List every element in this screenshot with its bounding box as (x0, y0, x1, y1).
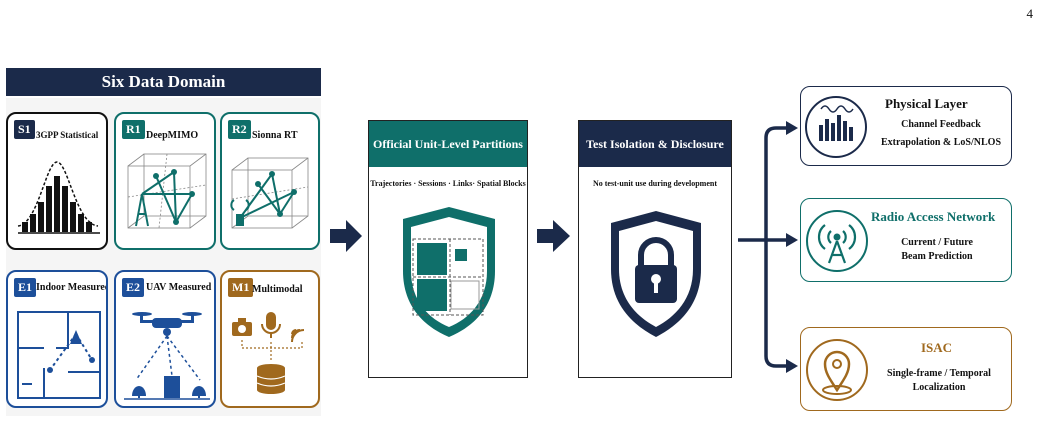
signal-bars-icon (805, 96, 867, 158)
domain-card-r1: R1 DeepMIMO (114, 112, 216, 250)
floorplan-icon (17, 311, 101, 399)
domain-tag: E2 (122, 278, 145, 297)
domain-label: Multimodal (252, 284, 303, 295)
isolation-box: Test Isolation & Disclosure No test-unit… (578, 120, 732, 378)
bell-curve-histogram-icon (17, 161, 100, 234)
arrow-right-icon (537, 220, 570, 252)
domain-label: Sionna RT (252, 130, 298, 141)
domain-label: DeepMIMO (146, 130, 199, 141)
isolation-title: Test Isolation & Disclosure (579, 121, 731, 167)
domain-card-e2: E2 UAV Measured (114, 270, 216, 408)
uav-drone-icon (124, 312, 210, 400)
isolation-subtitle: No test-unit use during development (592, 179, 717, 188)
domain-label: Indoor Measured (36, 282, 108, 293)
cube-network-icon (230, 157, 309, 229)
camera-mic-wifi-database-icon (232, 312, 305, 394)
output-line: Channel Feedback (901, 119, 981, 130)
page-number: 4 (1026, 6, 1034, 21)
output-title: ISAC (921, 340, 953, 355)
domain-tag: S1 (14, 120, 35, 139)
location-pin-icon (806, 339, 868, 401)
output-line: Current / Future (901, 237, 973, 248)
cube-network-icon (127, 153, 207, 229)
output-line: Single-frame / Temporal (887, 368, 991, 379)
arrow-head-icon (786, 359, 798, 373)
domain-card-s1: S1 3GPP Statistical (6, 112, 108, 250)
arrow-head-icon (786, 121, 798, 135)
output-ran: Radio Access Network Current / Future Be… (800, 198, 1012, 282)
domain-card-e1: E1 Indoor Measured (6, 270, 108, 408)
output-physical-layer: Physical Layer Channel Feedback Extrapol… (800, 86, 1012, 166)
domain-tag: E1 (14, 278, 37, 297)
output-line: Extrapolation & LoS/NLOS (880, 137, 1002, 148)
shield-grid-icon (403, 207, 495, 337)
output-title: Physical Layer (885, 96, 968, 111)
shield-lock-icon (611, 211, 701, 337)
domain-tag: R1 (122, 120, 145, 139)
domain-tag: R2 (228, 120, 251, 139)
output-line: Beam Prediction (901, 251, 973, 262)
arrow-right-icon (330, 220, 362, 252)
antenna-signal-icon (806, 210, 868, 272)
partitions-title: Official Unit-Level Partitions (369, 121, 527, 167)
domain-panel-title: Six Data Domain (6, 68, 321, 96)
output-title: Radio Access Network (871, 209, 996, 224)
output-line: Localization (912, 382, 966, 393)
domain-label: 3GPP Statistical (36, 130, 99, 140)
arrow-head-icon (786, 233, 798, 247)
domain-card-m1: M1 Multimodal (220, 270, 320, 408)
domain-tag: M1 (228, 278, 254, 297)
domain-label: UAV Measured (146, 282, 212, 293)
partitions-box: Official Unit-Level Partitions Trajector… (368, 120, 528, 378)
branch-connector (738, 126, 790, 368)
partitions-subtitle: Trajectories · Sessions · Links· Spatial… (370, 179, 526, 188)
domain-card-r2: R2 Sionna RT (220, 112, 320, 250)
output-isac: ISAC Single-frame / Temporal Localizatio… (800, 327, 1012, 411)
